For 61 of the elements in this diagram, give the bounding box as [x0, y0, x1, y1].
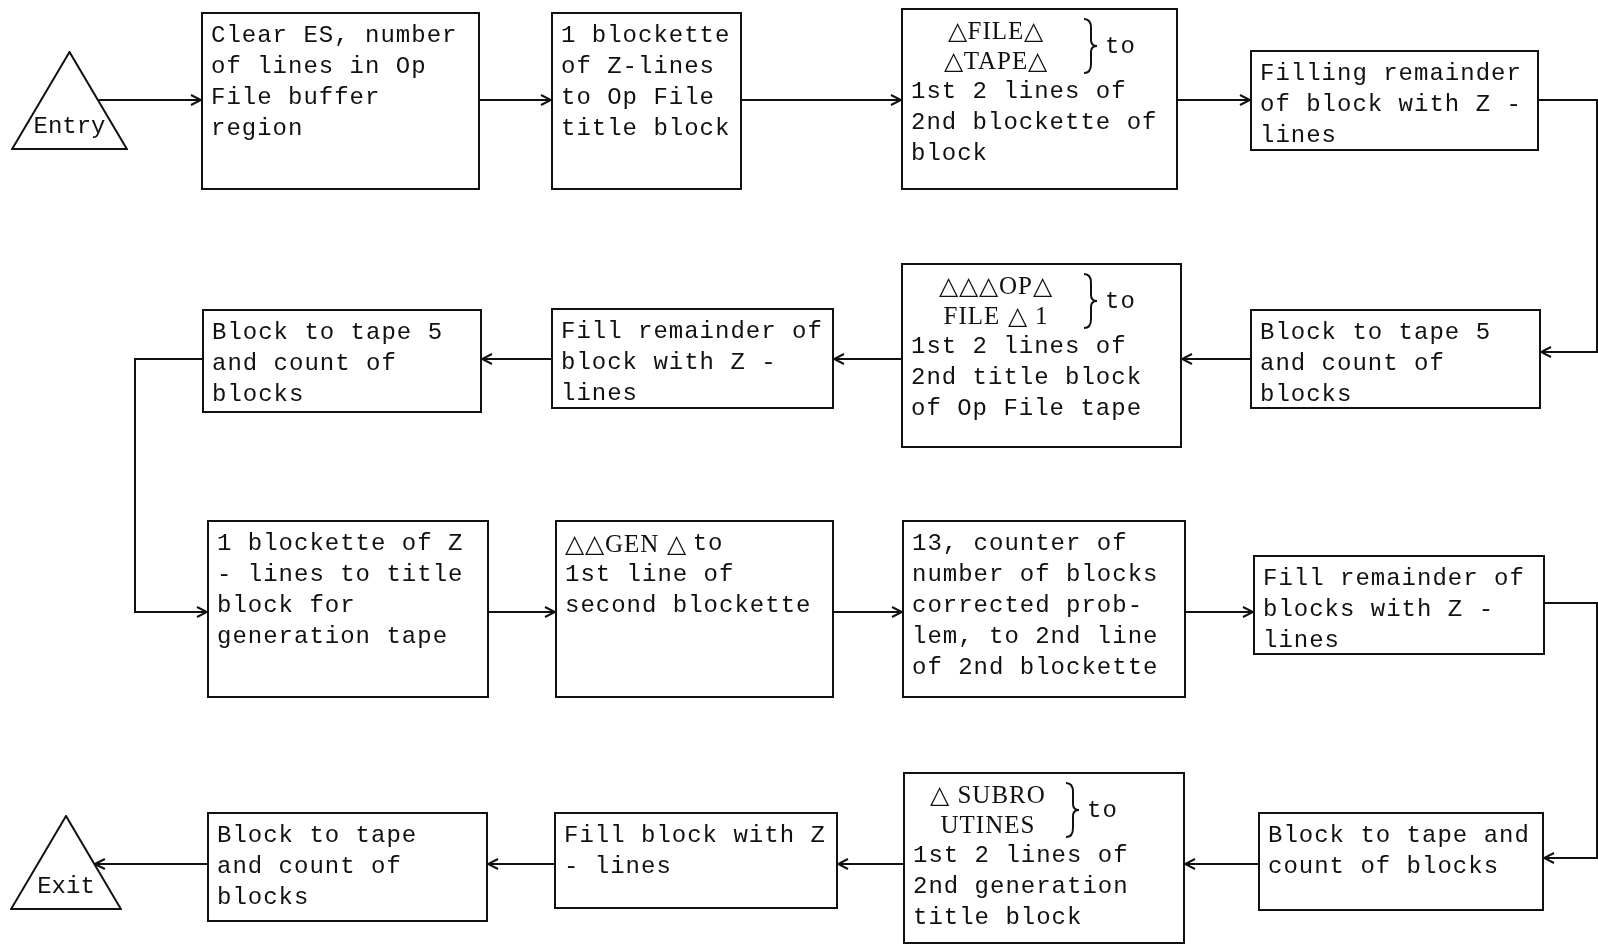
arrow: [1184, 858, 1259, 870]
box-text: △ SUBRO UTINES: [929, 780, 1047, 840]
process-box: [903, 772, 1185, 944]
terminal-label: Exit: [36, 873, 96, 900]
box-text: Fill block with Z - lines: [564, 821, 827, 882]
terminal-triangle: [11, 51, 128, 150]
box-text: 13, counter of number of blocks corrected prob- lem, to 2nd line of 2nd blockette: [912, 529, 1160, 683]
process-box: [201, 12, 480, 190]
process-box: [902, 520, 1186, 698]
box-text: to: [1105, 286, 1136, 317]
arrow: [1177, 94, 1251, 106]
box-text: Fill remainder of block with Z - lines: [561, 317, 824, 409]
process-box: [1258, 812, 1544, 911]
arrow: [479, 94, 552, 106]
process-box: [555, 520, 834, 698]
process-box: [1253, 555, 1545, 655]
terminal-triangle: [10, 815, 122, 910]
process-box: [554, 812, 838, 909]
process-box: [202, 309, 482, 413]
box-text: Block to tape 5 and count of blocks: [1260, 318, 1493, 410]
arrow: [833, 353, 902, 365]
box-text: to: [1105, 31, 1136, 62]
box-text: △△△OP△ FILE △ 1: [938, 271, 1054, 331]
box-text: Filling remainder of block with Z - lines: [1260, 59, 1523, 151]
arrow: [833, 606, 903, 618]
box-text: 1st 2 lines of 2nd blockette of block: [911, 77, 1159, 169]
box-text: △△GEN △: [565, 528, 687, 559]
process-box: [901, 8, 1178, 190]
arrow: [741, 94, 902, 106]
process-box: [551, 12, 742, 190]
arrow: [93, 858, 208, 870]
process-box: [207, 812, 488, 922]
process-box: [1250, 309, 1541, 409]
arrow: [1538, 99, 1598, 358]
arrow: [134, 358, 208, 618]
process-box: [207, 520, 489, 698]
arrow: [1185, 606, 1254, 618]
box-text: Clear ES, number of lines in Op File buffer region: [211, 21, 459, 144]
box-text: 1st line of second blockette: [565, 560, 813, 621]
box-text: Fill remainder of blocks with Z - lines: [1263, 564, 1526, 656]
process-box: [901, 263, 1182, 448]
arrow: [97, 94, 202, 106]
box-text: to: [692, 529, 724, 559]
box-text: 1 blockette of Z-lines to Op File title block: [561, 21, 732, 144]
terminal-label: Entry: [32, 113, 107, 140]
arrow: [481, 353, 552, 365]
box-text: 1st 2 lines of 2nd generation title block: [913, 841, 1130, 933]
box-text: 1 blockette of Z - lines to title block for generation tape: [217, 529, 465, 652]
box-text: to: [1087, 795, 1118, 826]
box-text: △FILE△ △TAPE△: [942, 16, 1050, 76]
arrow: [837, 858, 904, 870]
box-text: Block to tape and count of blocks: [1268, 821, 1531, 882]
arrow: [487, 858, 555, 870]
box-text: Block to tape and count of blocks: [217, 821, 419, 913]
arrow: [1181, 353, 1251, 365]
box-text: 1st 2 lines of 2nd title block of Op File tape: [911, 332, 1144, 424]
process-box: [1250, 50, 1539, 151]
arrow: [488, 606, 556, 618]
box-text: Block to tape 5 and count of blocks: [212, 318, 445, 410]
process-box: [551, 308, 834, 409]
arrow: [1543, 602, 1598, 864]
